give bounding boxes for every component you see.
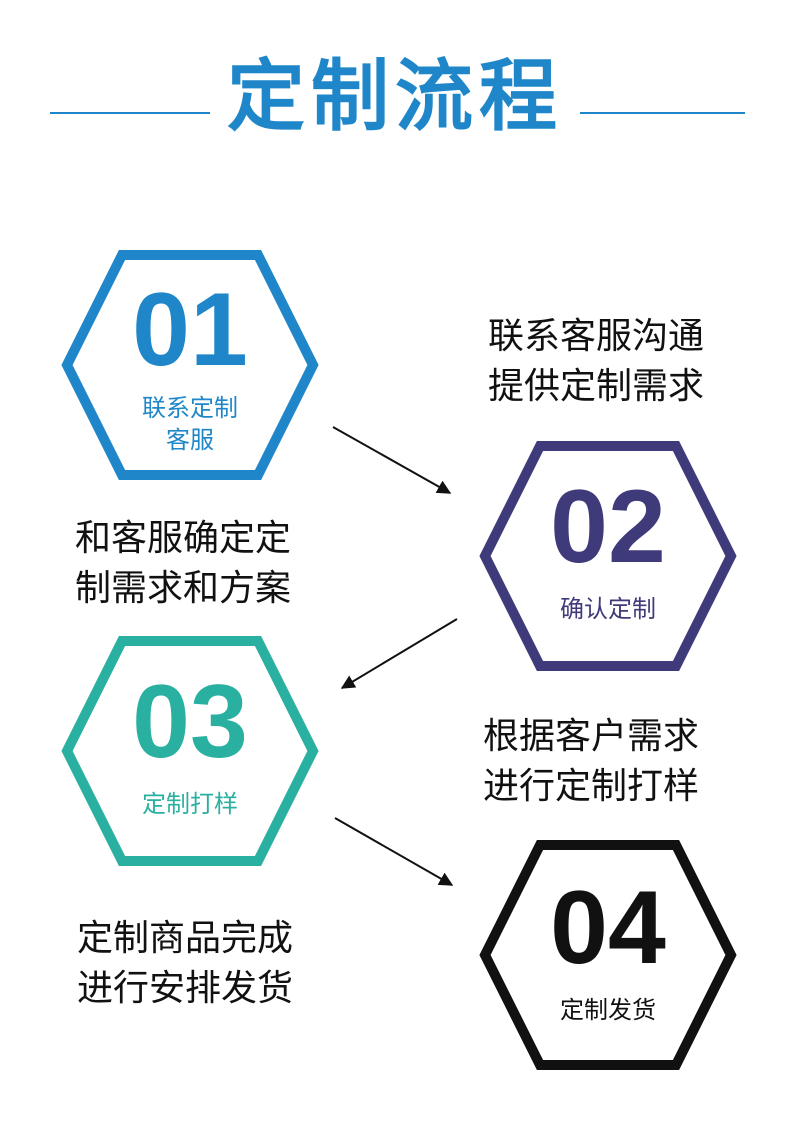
step-01-label-line1: 联系定制 <box>142 394 238 422</box>
step-03-hexagon: 03 定制打样 <box>60 636 320 866</box>
step-01-hexagon: 01 联系定制 客服 <box>60 250 320 480</box>
description-step-03-line2: 进行定制打样 <box>483 766 700 807</box>
step-01-number: 01 <box>132 272 248 388</box>
description-step-04-line2: 进行安排发货 <box>77 968 294 1009</box>
description-step-01-line1: 联系客服沟通 <box>488 316 705 357</box>
description-step-01-line2: 提供定制需求 <box>488 366 705 407</box>
title-rule-right <box>580 112 745 114</box>
page-title: 定制流程 <box>226 52 563 142</box>
step-02-label: 确认定制 <box>560 595 656 623</box>
step-02-number: 02 <box>550 469 666 585</box>
description-step-02-line1: 和客服确定定 <box>75 518 292 559</box>
step-03-number: 03 <box>132 664 248 780</box>
step-04-hexagon: 04 定制发货 <box>478 840 738 1070</box>
step-04-label: 定制发货 <box>560 996 656 1024</box>
description-step-04: 定制商品完成 进行安排发货 <box>77 914 293 1014</box>
step-03-label: 定制打样 <box>142 790 238 818</box>
description-step-02-line2: 制需求和方案 <box>75 568 292 609</box>
arrow-02-to-03 <box>340 618 458 689</box>
arrow-01-to-02 <box>332 426 452 494</box>
arrow-03-to-04 <box>334 817 454 886</box>
description-step-04-line1: 定制商品完成 <box>77 918 294 959</box>
step-04-number: 04 <box>550 870 666 986</box>
title-rule-left <box>50 112 210 114</box>
description-step-02: 和客服确定定 制需求和方案 <box>75 514 291 614</box>
step-02-hexagon: 02 确认定制 <box>478 441 738 671</box>
description-step-03-line1: 根据客户需求 <box>483 716 700 757</box>
description-step-01: 联系客服沟通 提供定制需求 <box>488 312 704 412</box>
step-01-label-line2: 客服 <box>166 426 214 454</box>
description-step-03: 根据客户需求 进行定制打样 <box>483 712 699 812</box>
